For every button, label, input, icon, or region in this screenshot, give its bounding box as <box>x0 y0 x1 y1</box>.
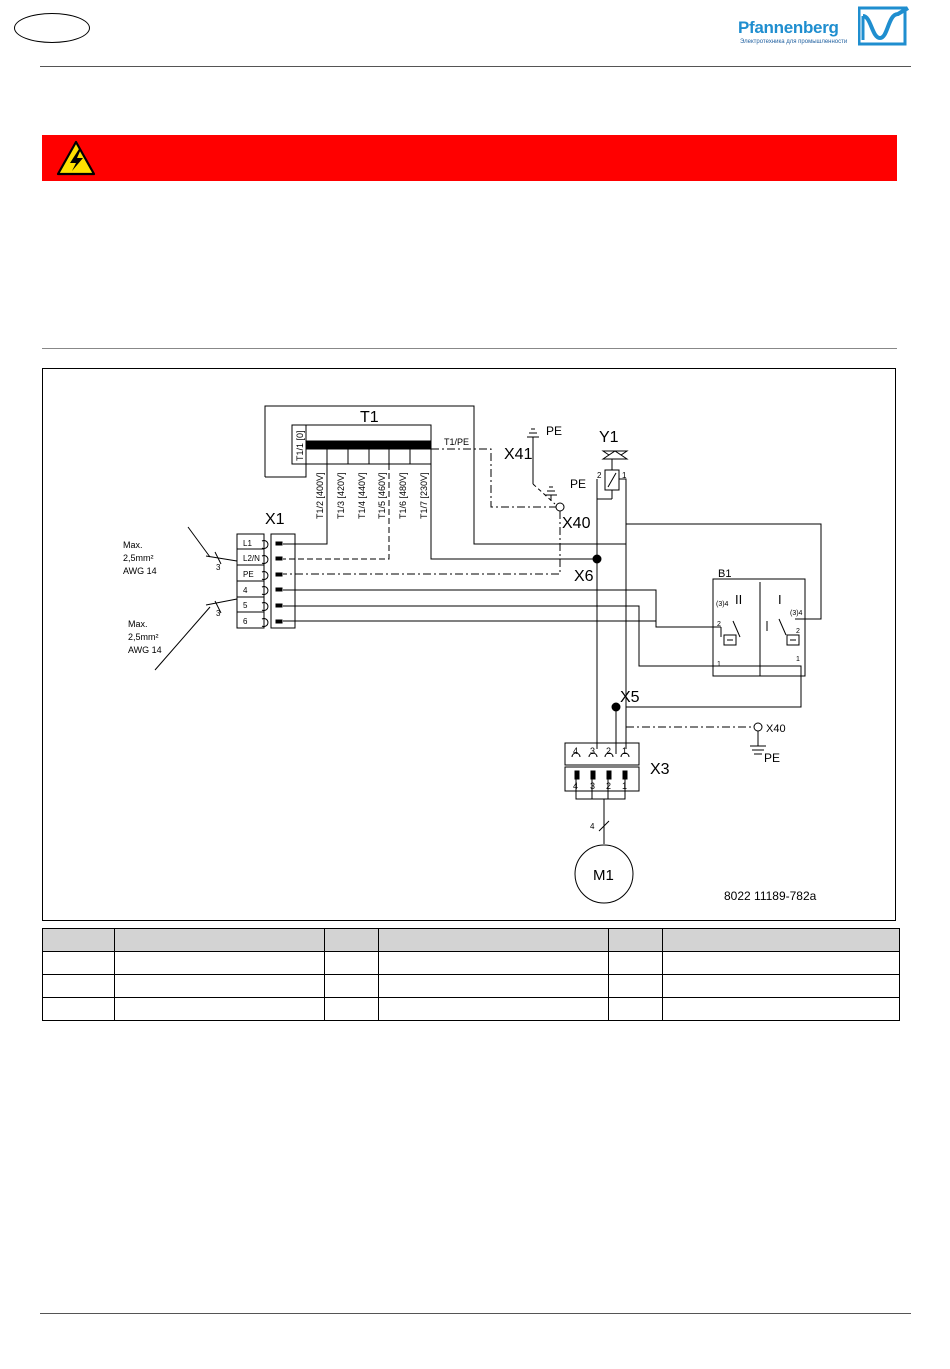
high-voltage-icon <box>56 140 96 176</box>
t1-tap: T1/5 [460V] <box>377 472 387 519</box>
x3-bottom-pin: 3 <box>590 781 595 791</box>
b1-pin: 2 <box>717 621 721 628</box>
wiring-diagram-frame: T1 T1/1 [0] T1/PE T1/2 [400V] T1/3 [420V… <box>42 368 896 921</box>
cable-note-1: AWG 14 <box>123 566 157 576</box>
table-row <box>42 974 900 998</box>
x41-label: X41 <box>504 446 533 463</box>
b1-pin: 2 <box>796 628 800 635</box>
legend-cell <box>608 928 664 952</box>
t1-tap: T1/4 [440V] <box>357 472 367 519</box>
t1-tap: T1/2 [400V] <box>315 472 325 519</box>
x3-top-pin: 3 <box>590 746 595 756</box>
legend-header-row <box>42 928 900 952</box>
legend-cell <box>113 928 325 952</box>
x3-bottom-pin: 4 <box>573 781 578 791</box>
pe-top-label: PE <box>546 424 562 438</box>
cable-note-2: 2,5mm² <box>128 632 159 642</box>
doc-reference: 8022 11189-782a <box>724 889 817 903</box>
x1-terminal: 4 <box>243 586 248 595</box>
legend-cell <box>113 974 325 998</box>
b1-contact-2: II <box>735 592 742 607</box>
b1-pin: 1 <box>796 656 800 663</box>
legend-cell <box>662 997 900 1021</box>
wiring-diagram: T1 T1/1 [0] T1/PE T1/2 [400V] T1/3 [420V… <box>123 405 822 904</box>
b1-pin: (3)4 <box>716 601 729 608</box>
x5-label: X5 <box>620 689 640 706</box>
x6-label: X6 <box>574 568 594 585</box>
x1-terminal: PE <box>243 570 254 579</box>
y1-pin: 1 <box>622 471 627 480</box>
t1-tap: T1/3 [420V] <box>336 472 346 519</box>
motor-wire-count: 4 <box>590 822 595 831</box>
table-row <box>42 997 900 1021</box>
y1-label: Y1 <box>599 429 619 446</box>
brand-tagline: Электротехника для промышленности <box>740 39 848 45</box>
b1-pin: (3)4 <box>790 610 803 617</box>
legend-cell <box>323 997 379 1021</box>
danger-warning-bar <box>42 135 897 181</box>
x40-top-label: X40 <box>562 515 591 532</box>
legend-cell <box>377 997 610 1021</box>
t1-tap-primary: T1/1 [0] <box>295 430 305 461</box>
pe-mid-label: PE <box>570 477 586 491</box>
b1-contact-1: I <box>778 592 782 607</box>
legend-cell <box>42 997 115 1021</box>
x3-bottom-pin: 2 <box>606 781 611 791</box>
brand-mark-icon <box>858 6 910 46</box>
legend-cell <box>323 974 379 998</box>
legend-cell <box>608 951 664 975</box>
t1-label: T1 <box>360 409 379 426</box>
brand-name: Pfannenberg <box>738 18 839 37</box>
t1-tap: T1/7 [230V] <box>419 472 429 519</box>
x1-terminal: 5 <box>243 601 248 610</box>
legend-cell <box>377 974 610 998</box>
legend-cell <box>42 928 115 952</box>
legend-cell <box>662 951 900 975</box>
language-badge <box>14 13 90 43</box>
x1-terminal: 6 <box>243 617 248 626</box>
x3-bottom-pin: 1 <box>622 781 627 791</box>
y1-pin: 2 <box>597 471 602 480</box>
legend-cell <box>113 951 325 975</box>
x3-top-pin: 2 <box>606 746 611 756</box>
legend-cell <box>608 974 664 998</box>
header-divider <box>40 66 911 67</box>
cable-note-2: Max. <box>128 619 148 629</box>
t1-tap: T1/6 [480V] <box>398 472 408 519</box>
table-row <box>42 951 900 975</box>
t1-tap-pe: T1/PE <box>444 437 469 447</box>
legend-cell <box>662 928 900 952</box>
legend-cell <box>113 997 325 1021</box>
legend-cell <box>662 974 900 998</box>
x40-bottom-label: X40 <box>766 723 786 735</box>
legend-table <box>42 928 900 1021</box>
b1-pin: 1 <box>717 661 721 668</box>
x1-label: X1 <box>265 511 285 528</box>
x1-terminal: L2/N <box>243 554 260 563</box>
legend-cell <box>42 951 115 975</box>
cable-note-1: Max. <box>123 540 143 550</box>
x3-top-pin: 1 <box>622 746 627 756</box>
cable-note-1: 2,5mm² <box>123 553 154 563</box>
cable-count-2: 3 <box>216 609 221 618</box>
x3-label: X3 <box>650 761 670 778</box>
legend-cell <box>323 928 379 952</box>
cable-count-1: 3 <box>216 563 221 572</box>
brand-logo: Pfannenberg Электротехника для промышлен… <box>738 6 912 48</box>
footer-divider <box>40 1313 911 1314</box>
legend-cell <box>323 951 379 975</box>
x1-terminal: L1 <box>243 539 252 548</box>
b1-label: B1 <box>718 568 731 580</box>
legend-cell <box>42 974 115 998</box>
legend-cell <box>377 951 610 975</box>
motor-label: M1 <box>593 867 614 884</box>
legend-cell <box>377 928 610 952</box>
section-divider <box>42 348 897 349</box>
legend-cell <box>608 997 664 1021</box>
x3-top-pin: 4 <box>573 746 578 756</box>
pe-bottom-label: PE <box>764 751 780 765</box>
cable-note-2: AWG 14 <box>128 645 162 655</box>
